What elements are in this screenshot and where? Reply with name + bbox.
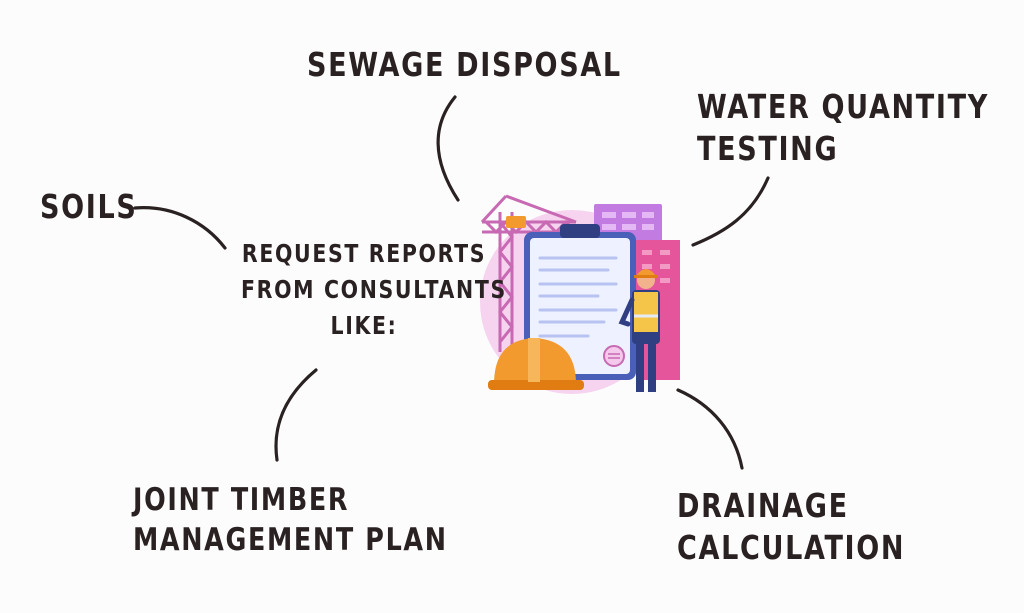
- node-sewage-disposal: Sewage Disposal: [307, 44, 622, 86]
- node-drainage-calculation: Drainage Calculation: [677, 485, 905, 569]
- center-text: Request Reports From Consultants Like:: [241, 236, 507, 344]
- hard-hat-icon: [488, 338, 584, 390]
- center-line-1: Request Reports: [241, 239, 487, 268]
- worker-icon: [618, 269, 660, 392]
- construction-illustration: [480, 194, 680, 394]
- connector-soils: [133, 206, 227, 250]
- node-timber-line-1: Joint Timber: [133, 482, 350, 518]
- connector-sewage: [436, 95, 460, 202]
- connector-timber: [274, 368, 318, 462]
- node-joint-timber-management-plan: Joint Timber Management Plan: [133, 480, 448, 560]
- node-water-line-2: Testing: [697, 129, 839, 168]
- node-soils: Soils: [40, 186, 138, 228]
- node-timber-line-2: Management Plan: [133, 522, 448, 558]
- connector-water: [691, 176, 770, 247]
- node-water-line-1: Water Quantity: [697, 87, 989, 126]
- node-soils-label: Soils: [40, 187, 138, 226]
- node-drainage-line-1: Drainage: [677, 486, 849, 525]
- connector-drainage: [676, 388, 744, 470]
- center-line-2: From Consultants: [241, 275, 507, 304]
- node-drainage-line-2: Calculation: [677, 528, 906, 567]
- node-water-quantity-testing: Water Quantity Testing: [697, 86, 989, 170]
- center-line-3: Like:: [330, 311, 398, 340]
- node-sewage-label: Sewage Disposal: [307, 45, 622, 84]
